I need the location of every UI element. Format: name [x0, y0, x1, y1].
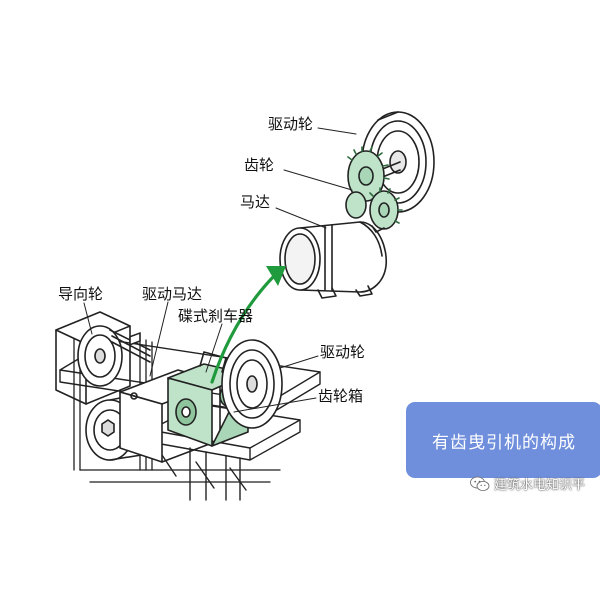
label-drive-motor: 驱动马达: [142, 285, 203, 303]
caption-box: 有齿曳引机的构成: [406, 402, 600, 478]
leader-gearbox: [233, 397, 317, 413]
guide-wheel: [55, 311, 151, 405]
label-gear: 齿轮: [244, 156, 275, 174]
wechat-icon: [470, 476, 490, 491]
exploded-gear-lower: [345, 187, 403, 230]
label-drive-wheel-bottom: 驱动轮: [320, 343, 366, 361]
leader-motor: [275, 207, 327, 229]
leader-drive-motor: [149, 301, 169, 377]
label-drive-wheel-top: 驱动轮: [268, 115, 314, 133]
leader-drive-wheel-bottom: [279, 355, 319, 369]
label-motor: 马达: [240, 193, 271, 211]
watermark-text: 建筑水电知识平: [494, 478, 586, 493]
label-gearbox: 齿轮箱: [318, 387, 364, 405]
leader-drive-wheel-top: [317, 127, 357, 135]
watermark: 建筑水电知识平: [470, 474, 585, 493]
leader-guide-wheel: [83, 302, 93, 335]
leader-lines: [83, 127, 357, 413]
leader-disc-brake: [205, 323, 223, 373]
installed-drive-wheel: [221, 339, 283, 429]
leader-gear: [283, 169, 353, 191]
label-guide-wheel: 导向轮: [58, 285, 104, 303]
label-disc-brake: 碟式刹车器: [178, 307, 254, 325]
caption-text: 有齿曳引机的构成: [432, 432, 576, 453]
exploded-motor: [279, 221, 387, 299]
explode-arrow: [210, 266, 286, 384]
